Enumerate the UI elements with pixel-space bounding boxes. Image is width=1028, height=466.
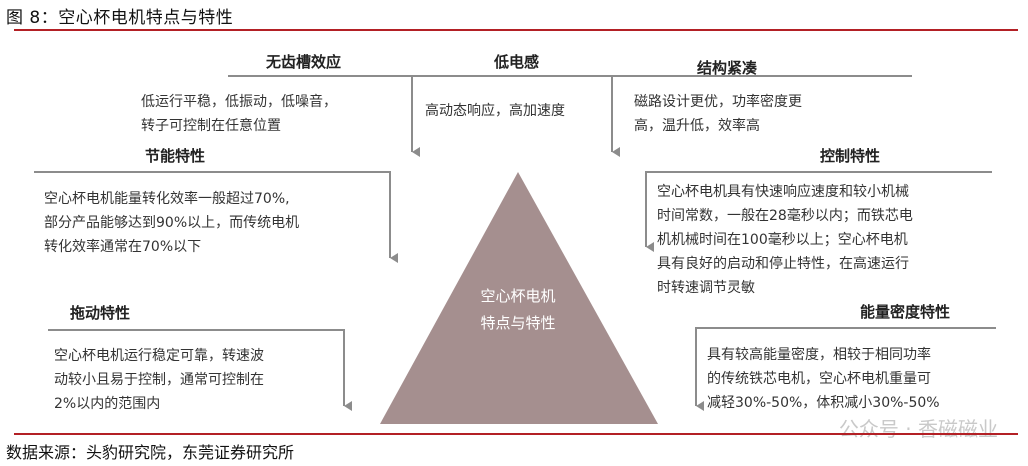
control-connector [645, 171, 992, 252]
energy-density-connector [695, 327, 996, 411]
drag-line3: 2%以内的范围内 [54, 396, 161, 412]
top-center-heading: 低电感 [494, 53, 540, 71]
control-line5: 时转速调节灵敏 [657, 280, 755, 296]
title-rule [14, 29, 1018, 31]
top-right-text-line1: 磁路设计更优，功率密度更 [634, 94, 802, 110]
source-rule [14, 433, 1018, 435]
center-label-line1: 空心杯电机 [480, 287, 556, 305]
energy-saving-connector [34, 171, 398, 263]
energy-density-line1: 具有较高能量密度，相较于相同功率 [707, 347, 931, 363]
top-right-heading: 结构紧凑 [697, 59, 758, 77]
center-label: 空心杯电机 特点与特性 [420, 283, 616, 337]
source-text: 数据来源：头豹研究院，东莞证券研究所 [6, 443, 295, 462]
drag-line1: 空心杯电机运行稳定可靠，转速波 [54, 348, 264, 364]
energy-saving-line1: 空心杯电机能量转化效率一般超过70%, [44, 191, 290, 207]
control-line3: 机机械时间在100毫秒以上；空心杯电机 [657, 232, 908, 248]
top-right-text: 磁路设计更优，功率密度更 高，温升低，效率高 [634, 90, 802, 138]
figure-title: 图 8：空心杯电机特点与特性 [6, 8, 234, 28]
center-triangle [380, 172, 658, 424]
top-center-text: 高动态响应，高加速度 [425, 103, 565, 119]
energy-density-line2: 的传统铁芯电机，空心杯电机重量可 [707, 371, 931, 387]
drag-connector [48, 329, 352, 411]
energy-density-line3: 减轻30%-50%，体积减小30%-50% [707, 395, 940, 411]
drag-text: 空心杯电机运行稳定可靠，转速波 动较小且易于控制，通常可控制在 2%以内的范围内 [54, 344, 264, 416]
top-left-text-line2: 转子可控制在任意位置 [141, 118, 281, 134]
top-left-text: 低运行平稳，低振动，低噪音， 转子可控制在任意位置 [141, 90, 337, 138]
energy-density-heading: 能量密度特性 [860, 303, 951, 321]
control-line2: 时间常数，一般在28毫秒以内；而铁芯电 [657, 208, 913, 224]
control-line4: 具有良好的启动和停止特性，在高速运行 [657, 256, 909, 272]
drag-heading: 拖动特性 [70, 304, 131, 322]
energy-saving-text: 空心杯电机能量转化效率一般超过70%, 部分产品能够达到90%以上，而传统电机 … [44, 187, 299, 259]
energy-saving-line3: 转化效率通常在70%以下 [44, 239, 202, 255]
energy-density-text: 具有较高能量密度，相较于相同功率 的传统铁芯电机，空心杯电机重量可 减轻30%-… [707, 343, 940, 415]
energy-saving-heading: 节能特性 [145, 147, 206, 165]
control-line1: 空心杯电机具有快速响应速度和较小机械 [657, 184, 909, 200]
top-right-text-line2: 高，温升低，效率高 [634, 118, 760, 134]
control-heading: 控制特性 [820, 147, 881, 165]
control-text: 空心杯电机具有快速响应速度和较小机械 时间常数，一般在28毫秒以内；而铁芯电 机… [657, 180, 913, 300]
center-label-line2: 特点与特性 [480, 314, 556, 332]
watermark: 公众号 · 香磁磁业 [838, 417, 998, 441]
drag-line2: 动较小且易于控制，通常可控制在 [54, 372, 264, 388]
top-left-heading: 无齿槽效应 [266, 53, 342, 71]
top-left-text-line1: 低运行平稳，低振动，低噪音， [141, 94, 337, 110]
energy-saving-line2: 部分产品能够达到90%以上，而传统电机 [44, 215, 300, 231]
